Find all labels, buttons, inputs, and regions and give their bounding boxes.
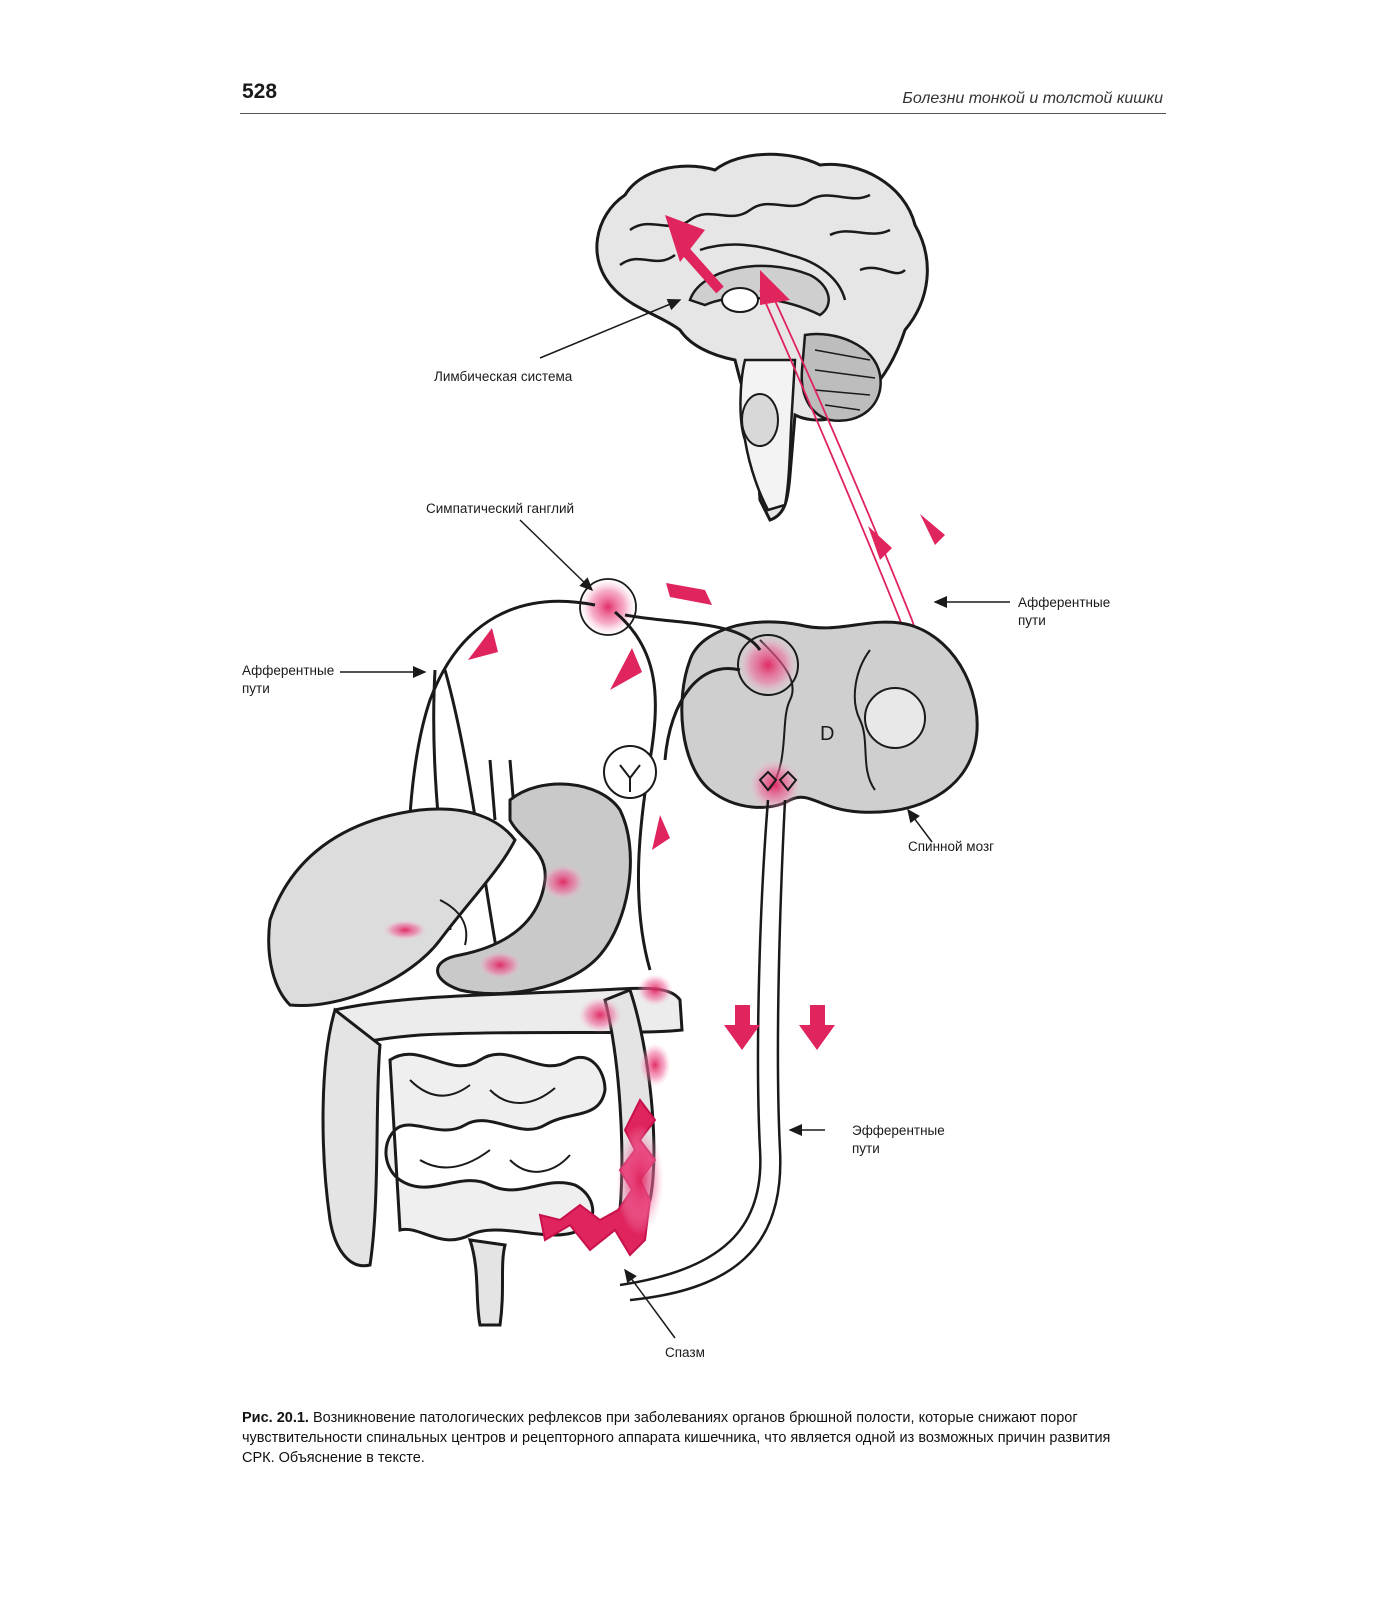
abdominal-organs (267, 759, 684, 1327)
spinal-cord: D (680, 620, 979, 814)
brain-arrow-left (665, 215, 705, 262)
label-efferent-line2: пути (852, 1141, 880, 1156)
running-header: Болезни тонкой и толстой кишки (902, 90, 1163, 107)
label-afferent-left: Афферентные пути (242, 662, 334, 698)
page-number: 528 (242, 80, 278, 103)
brain (595, 152, 929, 522)
label-spinal-cord: Спинной мозг (908, 839, 995, 854)
svg-text:D: D (820, 723, 834, 745)
label-afferent-left-line2: пути (242, 681, 270, 696)
figure-caption-text: Возникновение патологических рефлексов п… (242, 1410, 1111, 1466)
header-rule (240, 113, 1166, 114)
prevertebral-ganglion (603, 745, 657, 799)
label-limbic-system: Лимбическая система (434, 369, 573, 384)
label-afferent-right-line1: Афферентные (1018, 595, 1111, 610)
label-efferent: Эфферентные пути (852, 1122, 945, 1158)
figure-number: Рис. 20.1. (242, 1410, 309, 1426)
brain-arrow-right (760, 270, 790, 305)
label-efferent-line1: Эфферентные (852, 1123, 945, 1138)
sympathetic-ganglion (579, 578, 637, 636)
label-afferent-right: Афферентные пути (1018, 594, 1110, 630)
label-afferent-left-line1: Афферентные (242, 663, 335, 678)
label-sympathetic-ganglion: Симпатический ганглий (426, 501, 575, 516)
label-afferent-right-line2: пути (1018, 613, 1046, 628)
label-spasm: Спазм (665, 1345, 705, 1360)
figure-caption: Рис. 20.1. Возникновение патологических … (242, 1408, 1140, 1468)
dorsal-horn-focus (737, 634, 799, 696)
